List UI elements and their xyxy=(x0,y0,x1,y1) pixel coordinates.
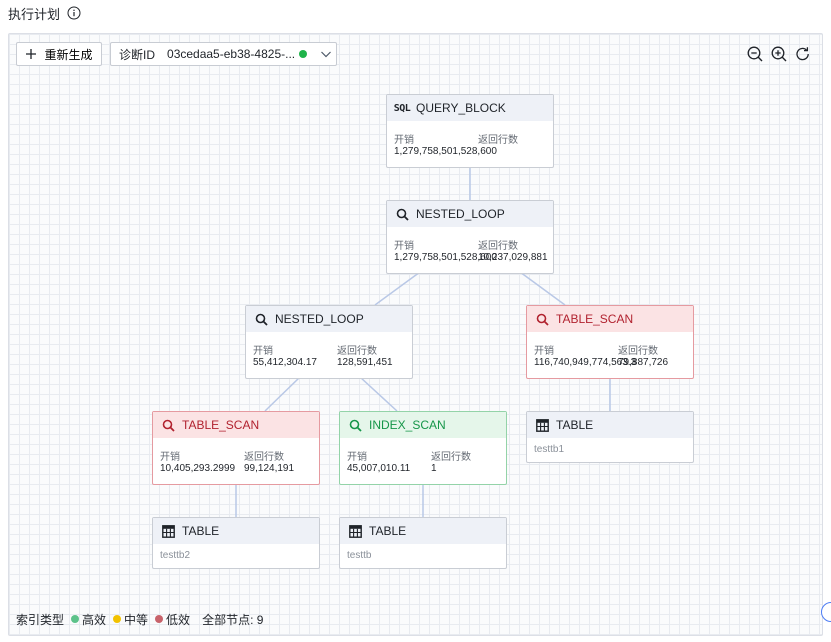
edge xyxy=(374,271,421,306)
search-icon xyxy=(535,312,549,326)
search-icon xyxy=(348,418,362,432)
legend-swatch-efficient xyxy=(71,615,80,623)
rows-label: 返回行数 xyxy=(244,452,284,463)
page-header: 执行计划 xyxy=(8,4,81,22)
rows-label: 返回行数 xyxy=(478,241,518,252)
plan-node-index-scan[interactable]: INDEX_SCAN 开销 返回行数 45,007,010.11 1 xyxy=(339,411,507,485)
node-title: TABLE xyxy=(182,524,220,538)
node-header: NESTED_LOOP xyxy=(387,201,553,227)
cost-label: 开销 xyxy=(160,452,180,463)
node-header: TABLE xyxy=(340,518,506,544)
cost-label: 开销 xyxy=(347,452,367,463)
sql-icon: SQL xyxy=(393,102,411,114)
diagnosis-id-select[interactable]: 诊断ID 03cedaa5-eb38-4825-... xyxy=(110,42,337,66)
node-title: TABLE xyxy=(556,418,594,432)
node-title: TABLE_SCAN xyxy=(182,418,260,432)
node-title: NESTED_LOOP xyxy=(275,312,364,326)
table-icon xyxy=(348,524,362,538)
legend-swatch-inefficient xyxy=(155,615,164,623)
cost-value: 45,007,010.11 xyxy=(347,463,411,474)
cost-value: 10,405,293.2999 xyxy=(160,463,236,474)
rows-value: 10,237,029,881 xyxy=(478,252,548,263)
plan-node-table-scan[interactable]: TABLE_SCAN 开销 返回行数 116,740,949,774,563.3… xyxy=(526,305,694,379)
rows-value: 99,124,191 xyxy=(244,463,295,474)
node-title: QUERY_BLOCK xyxy=(416,101,506,115)
node-header: TABLE xyxy=(153,518,319,544)
page-title: 执行计划 xyxy=(8,6,61,22)
table-icon xyxy=(535,418,549,432)
cost-label: 开销 xyxy=(394,135,414,146)
cost-label: 开销 xyxy=(253,346,273,357)
plan-node-table[interactable]: TABLE testtb2 xyxy=(152,517,320,569)
plan-node-nested-loop[interactable]: NESTED_LOOP 开销 返回行数 1,279,758,501,528,60… xyxy=(386,200,554,274)
regenerate-label: 重新生成 xyxy=(44,47,93,62)
edge xyxy=(359,376,398,412)
node-title: TABLE xyxy=(369,524,407,538)
plan-node-table-scan[interactable]: TABLE_SCAN 开销 返回行数 10,405,293.2999 99,12… xyxy=(152,411,320,485)
node-header: NESTED_LOOP xyxy=(246,306,412,332)
node-title: TABLE_SCAN xyxy=(556,312,634,326)
plan-node-nested-loop[interactable]: NESTED_LOOP 开销 返回行数 55,412,304.17 128,59… xyxy=(245,305,413,379)
rows-label: 返回行数 xyxy=(431,452,471,463)
diagnosis-id-label: 诊断ID xyxy=(119,47,156,62)
edge xyxy=(519,271,566,306)
legend-item-efficient: 高效 xyxy=(82,612,107,627)
node-header: TABLE_SCAN xyxy=(153,412,319,438)
cost-value: 1,279,758,501,528,600 xyxy=(394,252,497,263)
zoom-out-icon[interactable] xyxy=(746,45,764,63)
rows-value: 79,887,726 xyxy=(618,357,669,368)
node-header: TABLE xyxy=(527,412,693,438)
total-nodes: 全部节点: 9 xyxy=(202,612,264,627)
edge xyxy=(264,376,301,412)
cost-value: 55,412,304.17 xyxy=(253,357,317,368)
legend-item-medium: 中等 xyxy=(124,612,149,627)
search-icon xyxy=(254,312,268,326)
table-name: testtb1 xyxy=(534,444,565,455)
table-name: testtb2 xyxy=(160,550,191,561)
plus-icon xyxy=(25,48,37,60)
rows-label: 返回行数 xyxy=(337,346,377,357)
refresh-icon[interactable] xyxy=(794,45,812,63)
cost-label: 开销 xyxy=(534,346,554,357)
node-header: TABLE_SCAN xyxy=(527,306,693,332)
legend-swatch-medium xyxy=(113,615,122,623)
search-icon xyxy=(395,207,409,221)
table-icon xyxy=(161,524,175,538)
rows-label: 返回行数 xyxy=(478,135,518,146)
diagnosis-id-value: 03cedaa5-eb38-4825-... xyxy=(167,47,296,61)
plan-node-table[interactable]: TABLE testtb1 xyxy=(526,411,694,463)
table-name: testtb xyxy=(347,550,372,561)
zoom-in-icon[interactable] xyxy=(770,45,788,63)
status-dot xyxy=(299,50,307,58)
rows-value: 1 xyxy=(431,463,437,474)
plan-node-table[interactable]: TABLE testtb xyxy=(339,517,507,569)
cost-label: 开销 xyxy=(394,241,414,252)
legend-item-inefficient: 低效 xyxy=(166,612,191,627)
node-header: INDEX_SCAN xyxy=(340,412,506,438)
cost-value: 116,740,949,774,563.3 xyxy=(534,357,637,368)
legend-label: 索引类型 xyxy=(16,612,65,627)
chevron-down-icon xyxy=(320,48,332,60)
info-circle-icon[interactable] xyxy=(67,6,81,20)
rows-label: 返回行数 xyxy=(618,346,658,357)
regenerate-button[interactable]: 重新生成 xyxy=(16,42,102,66)
index-type-legend: 索引类型 高效 中等 低效 全部节点: 9 xyxy=(16,611,263,627)
rows-value: 128,591,451 xyxy=(337,357,393,368)
cost-value: 1,279,758,501,528,600 xyxy=(394,146,497,157)
search-icon xyxy=(161,418,175,432)
node-title: INDEX_SCAN xyxy=(369,418,446,432)
plan-node-query-block[interactable]: SQL QUERY_BLOCK 开销 返回行数 1,279,758,501,52… xyxy=(386,94,554,168)
node-title: NESTED_LOOP xyxy=(416,207,505,221)
node-header: SQL QUERY_BLOCK xyxy=(387,95,553,121)
